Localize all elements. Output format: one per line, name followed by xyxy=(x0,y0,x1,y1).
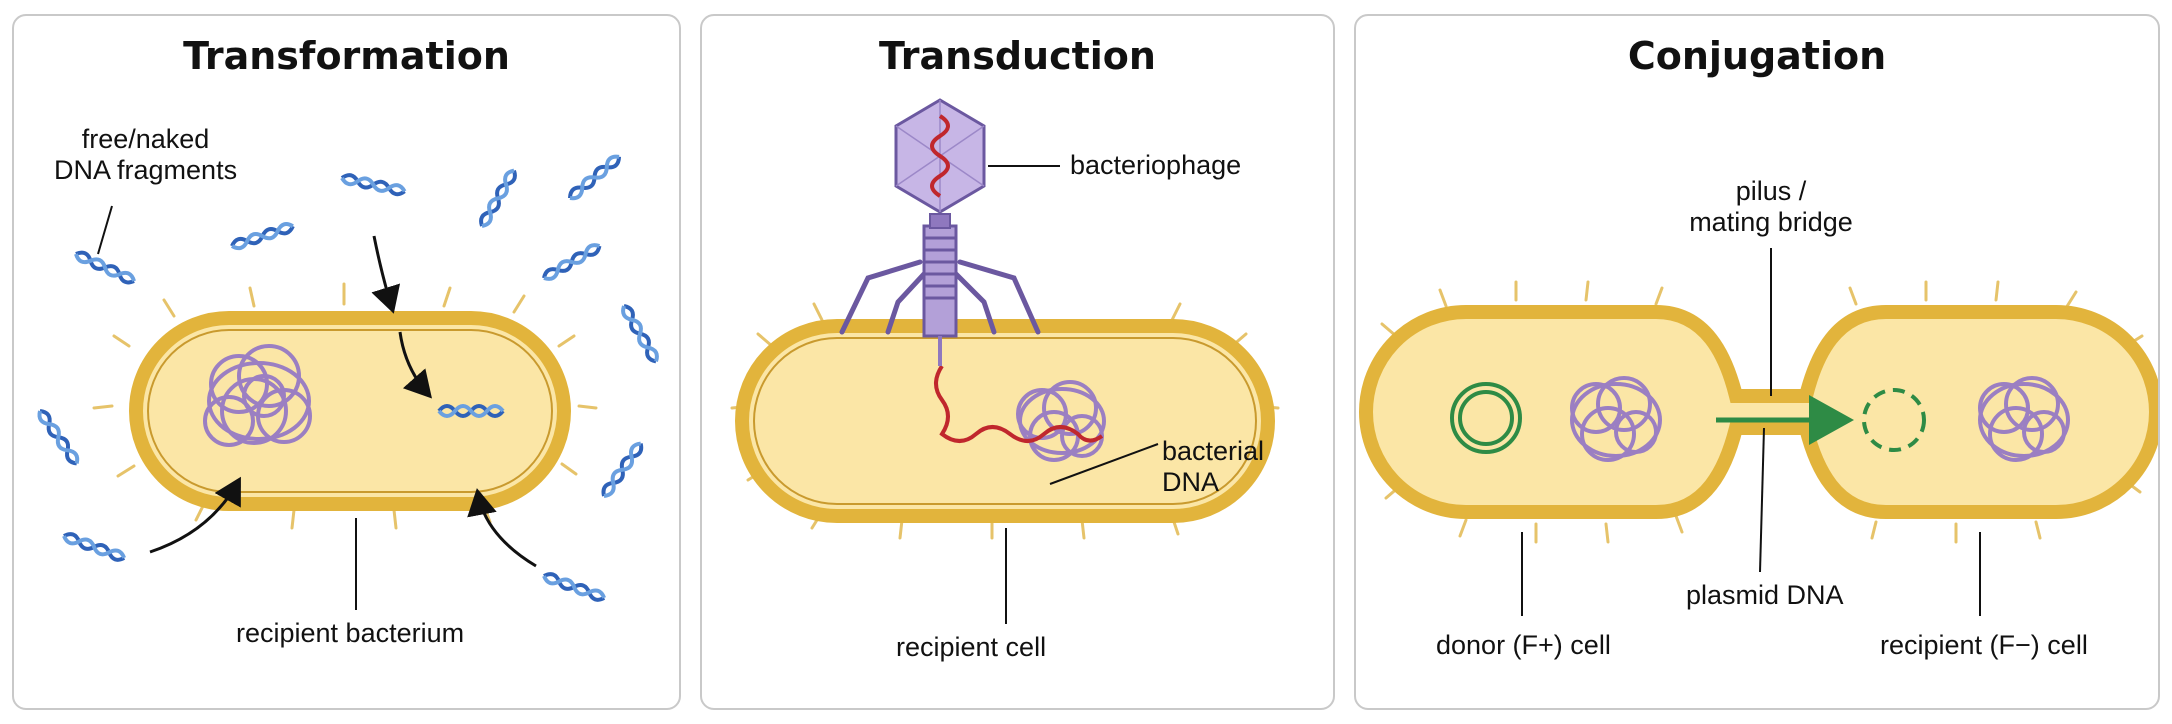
label-pilus: pilus / mating bridge xyxy=(1689,176,1853,237)
phage-head-dna xyxy=(930,114,950,198)
label-recipient-cell: recipient cell xyxy=(896,632,1047,662)
label-dna-fragments: free/naked DNA fragments xyxy=(54,124,238,185)
plasmid-leader-line xyxy=(1759,427,1765,573)
free-dna-fragments xyxy=(37,154,659,602)
conjugation-panel: Conjugation xyxy=(1354,14,2160,710)
bacteriophage xyxy=(839,98,1041,366)
label-bacteriophage: bacteriophage xyxy=(1070,150,1242,180)
transformation-panel: Transformation xyxy=(12,14,681,710)
uptake-arrows xyxy=(149,235,537,568)
internalized-dna-fragment xyxy=(437,404,505,418)
donor-plasmid xyxy=(1450,382,1522,454)
transduction-diagram xyxy=(730,98,1280,624)
recipient-bacterium-cell xyxy=(129,311,571,511)
label-plasmid-dna: plasmid DNA xyxy=(1686,580,1844,610)
panel-title: Transduction xyxy=(879,34,1156,78)
panel-title: Conjugation xyxy=(1627,34,1887,78)
bacterial-chromosome xyxy=(203,344,312,447)
transferring-plasmid xyxy=(1862,388,1926,452)
recipient-cell-body xyxy=(735,319,1275,523)
conjugation-diagram xyxy=(1359,248,2158,616)
injected-phage-dna xyxy=(934,364,1104,443)
label-recipient-bacterium: recipient bacterium xyxy=(236,618,465,648)
tail-fibers xyxy=(839,259,1041,335)
transduction-panel: Transduction xyxy=(700,14,1335,710)
conjugating-cells xyxy=(1359,305,2158,519)
dna-leader-line xyxy=(1049,443,1159,485)
panel-title: Transformation xyxy=(183,34,510,78)
donor-chromosome xyxy=(1570,376,1662,462)
transformation-diagram xyxy=(37,154,659,610)
fragments-leader-line xyxy=(97,205,113,255)
recipient-chromosome xyxy=(1978,376,2070,462)
label-donor-cell: donor (F+) cell xyxy=(1436,630,1611,660)
label-recipient-cell: recipient (F−) cell xyxy=(1880,630,2088,660)
phage-tail xyxy=(922,224,958,338)
label-bacterial-dna: bacterial DNA xyxy=(1162,436,1265,497)
